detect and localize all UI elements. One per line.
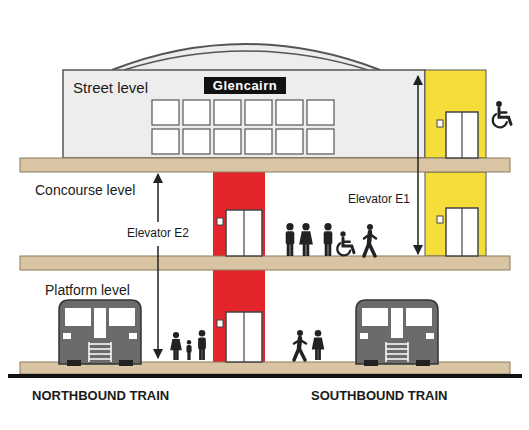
train: [356, 300, 438, 366]
elevator-door: [217, 312, 262, 362]
window: [276, 129, 303, 154]
window: [214, 129, 241, 154]
person-icon: [198, 330, 206, 360]
elevator-door: [437, 208, 478, 256]
street-level-building: Street level Glencairn: [63, 70, 425, 158]
window: [152, 100, 179, 125]
person-icon: [324, 223, 333, 256]
person-icon: [364, 224, 376, 256]
station-name: Glencairn: [213, 78, 277, 93]
window: [276, 100, 303, 125]
elevator-shaft: [213, 270, 265, 362]
window: [307, 100, 334, 125]
person-icon: [294, 330, 306, 360]
elevator-shaft: [213, 172, 265, 256]
window: [183, 129, 210, 154]
person-icon: [312, 330, 324, 360]
elevator-shaft: [425, 172, 486, 256]
height-arrow: [417, 76, 419, 254]
elevator-label: Elevator E1: [348, 192, 410, 206]
window: [245, 100, 272, 125]
direction-label: NORTHBOUND TRAIN: [32, 388, 169, 403]
height-arrow: [157, 246, 159, 358]
elevator-label: Elevator E2: [125, 226, 191, 240]
wheelchair-icon: [337, 231, 354, 255]
window: [183, 100, 210, 125]
window: [214, 100, 241, 125]
ground-line: [8, 374, 522, 378]
level-label: Concourse level: [35, 182, 135, 198]
direction-label: SOUTHBOUND TRAIN: [311, 388, 448, 403]
person-icon: [299, 223, 313, 256]
roof-arch: [112, 44, 380, 70]
height-arrow: [157, 174, 159, 222]
floor-slab: [20, 158, 510, 172]
elevator-door: [217, 210, 262, 256]
level-label: Platform level: [45, 282, 130, 298]
person-icon: [170, 332, 182, 360]
window: [307, 129, 334, 154]
roof-arch-inner: [124, 51, 368, 70]
station-name-sign: Glencairn: [204, 77, 286, 94]
floor-slab: [20, 256, 510, 270]
train: [59, 300, 141, 366]
window: [245, 129, 272, 154]
elevator-shaft: [425, 70, 486, 158]
elevator-door: [437, 112, 478, 158]
level-label: Street level: [73, 79, 148, 96]
window: [152, 129, 179, 154]
building: [63, 70, 425, 158]
wheelchair-icon: [493, 101, 511, 127]
person-icon: [286, 223, 295, 256]
person-icon: [186, 340, 191, 360]
